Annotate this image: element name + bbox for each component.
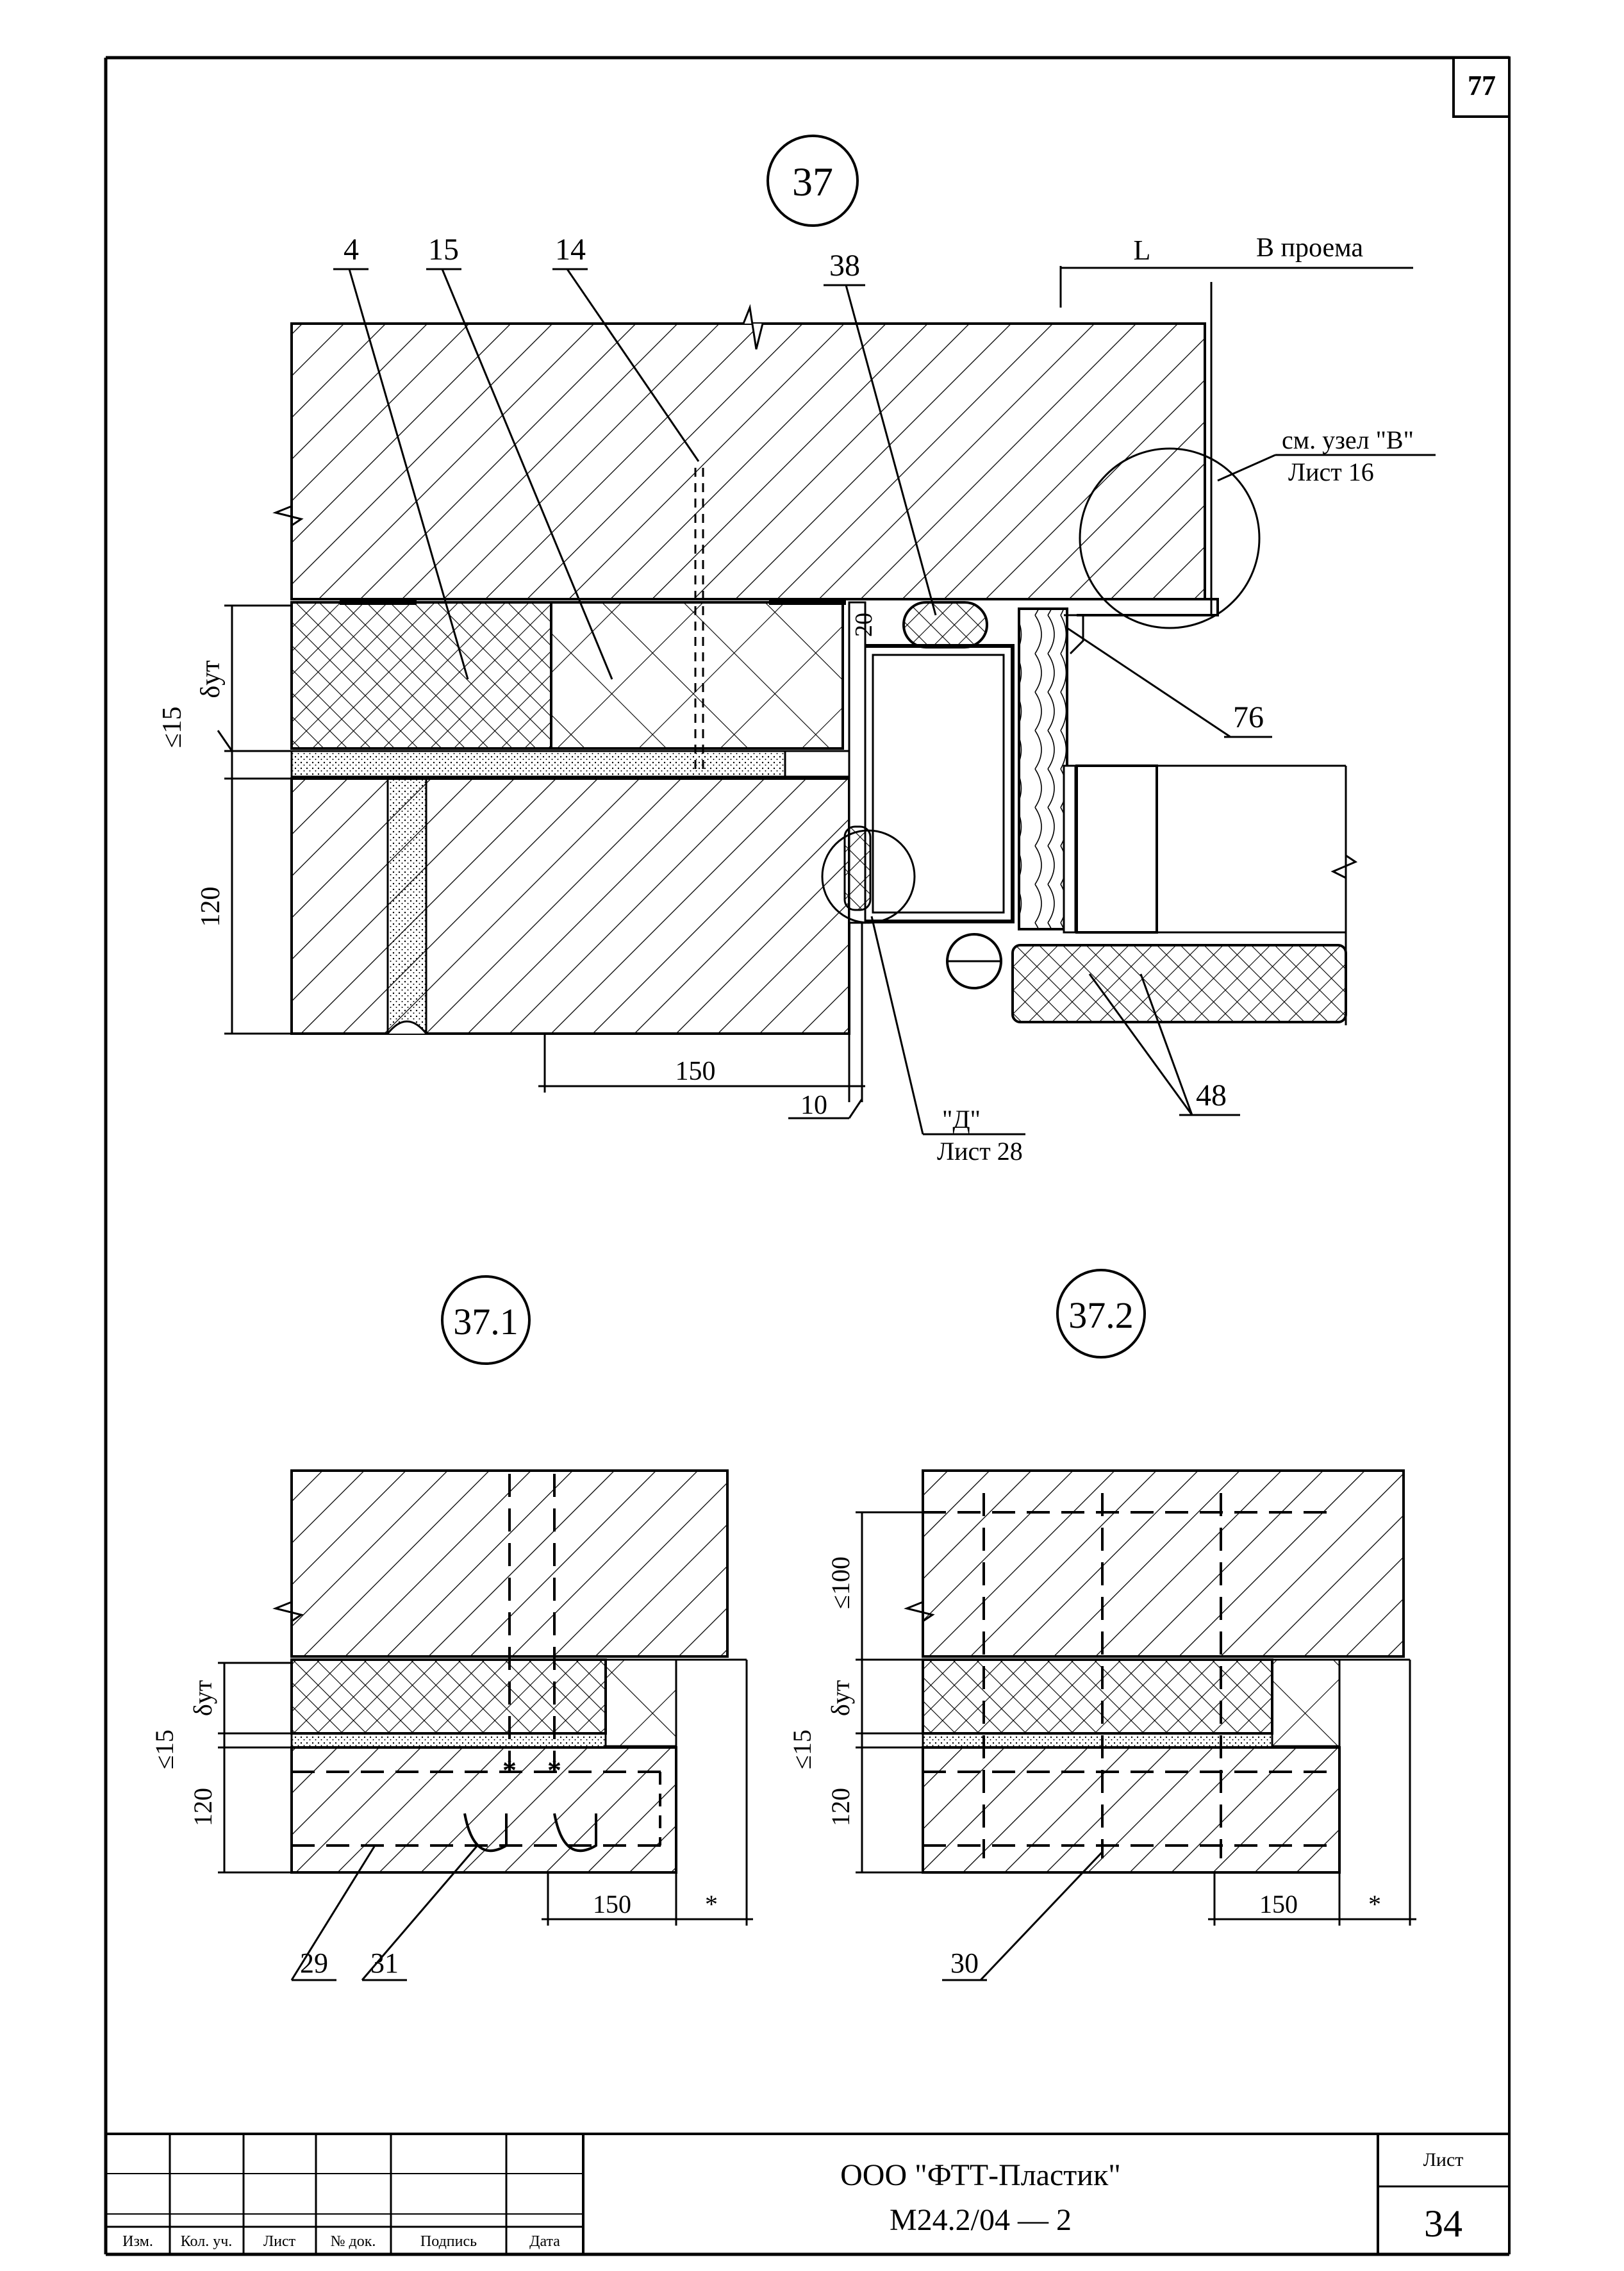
sill-board — [1011, 944, 1347, 1023]
svg-text:*: * — [547, 1755, 561, 1786]
stamp-header-kol: Кол. уч. — [181, 2233, 233, 2250]
dim-150-37: 150 — [675, 1057, 716, 1086]
callout-30: 30 — [950, 1947, 979, 1979]
top-page-number: 77 — [1468, 70, 1496, 101]
bottom-wall-37-1 — [290, 1746, 677, 1874]
dim-delta-37-2: δут — [826, 1680, 855, 1716]
detail-37-badge — [766, 135, 859, 227]
dim-star-37-1: * — [705, 1890, 718, 1919]
wooden-sash — [1018, 607, 1068, 930]
dim-120-37-1: 120 — [188, 1788, 217, 1826]
frame-profile — [862, 644, 1015, 923]
detail-37-1-badge — [441, 1275, 531, 1365]
detail-37-title: 37 — [792, 159, 833, 204]
callout-15: 15 — [428, 233, 459, 267]
company-name: ООО "ФТТ-Пластик" — [840, 2158, 1121, 2192]
ref-B-line2: Лист 16 — [1288, 458, 1374, 486]
document-code: М24.2/04 — 2 — [890, 2203, 1072, 2237]
callout-31: 31 — [370, 1947, 399, 1979]
dim-le15-37: ≤15 — [158, 706, 187, 748]
dim-le15-37-2: ≤15 — [788, 1730, 816, 1769]
sheet-number: 34 — [1424, 2202, 1462, 2245]
dim-le100-37-2: ≤100 — [826, 1557, 855, 1609]
detail-B-circle — [1079, 447, 1261, 629]
dim-le15-37-1: ≤15 — [150, 1730, 179, 1769]
insulation-15 — [550, 601, 844, 750]
detail-37-2: 37.2 ≤100 δут ≤15 120 150 * — [788, 1269, 1416, 1981]
dim-10: 10 — [800, 1091, 827, 1120]
insulation-4 — [290, 601, 552, 750]
dim-150-37-1: 150 — [593, 1890, 631, 1919]
dim-120-37-2: 120 — [826, 1788, 855, 1826]
title-block: Изм. Кол. уч. Лист № док. Подпись Дата О… — [106, 2133, 1509, 2254]
bottom-wall-37-2 — [922, 1746, 1341, 1874]
svg-text:*: * — [502, 1755, 517, 1786]
stamp-header-izm: Изм. — [122, 2233, 153, 2250]
ref-B-line1: см. узел "В" — [1282, 425, 1414, 454]
dim-star-37-2: * — [1368, 1890, 1381, 1919]
callout-29: 29 — [300, 1947, 328, 1979]
callout-76: 76 — [1233, 700, 1264, 734]
callout-48: 48 — [1196, 1078, 1227, 1112]
opening-label: В проема — [1256, 233, 1363, 263]
dim-delta-37-1: δут — [188, 1680, 217, 1716]
detail-37-2-badge — [1056, 1269, 1146, 1358]
stamp-header-sign: Подпись — [420, 2233, 477, 2250]
detail-37: 37 — [158, 135, 1436, 1166]
dim-120-37: 120 — [196, 887, 226, 927]
callout-4: 4 — [344, 233, 359, 267]
callout-14: 14 — [555, 233, 586, 267]
ref-D-line2: Лист 28 — [937, 1137, 1023, 1166]
dim-20: 20 — [850, 613, 877, 637]
sealant-38 — [902, 601, 988, 648]
stamp-header-doc: № док. — [331, 2233, 376, 2250]
detail-37-1-title: 37.1 — [453, 1301, 518, 1342]
dim-delta-37: δут — [196, 660, 226, 698]
ref-D-line1: "Д" — [942, 1105, 981, 1134]
stamp-header-date: Дата — [529, 2233, 560, 2250]
top-slab-37-2 — [922, 1469, 1405, 1658]
dim-150-37-2: 150 — [1259, 1890, 1298, 1919]
top-slab — [290, 322, 1206, 600]
sheet-frame — [104, 56, 1511, 2256]
callout-38: 38 — [829, 249, 860, 283]
mortar-layer — [290, 750, 786, 778]
bottom-wall — [290, 777, 850, 1035]
dim-L: L — [1134, 235, 1151, 266]
detail-37-1: 37.1 * * δут ≤15 120 150 * — [150, 1275, 753, 1981]
detail-37-2-title: 37.2 — [1068, 1294, 1134, 1336]
insulation-37-1 — [290, 1658, 607, 1735]
sheet-label: Лист — [1423, 2149, 1464, 2170]
detail-D-circle — [821, 829, 916, 924]
glazing-unit — [1075, 764, 1158, 934]
stamp-header-list: Лист — [263, 2233, 296, 2250]
